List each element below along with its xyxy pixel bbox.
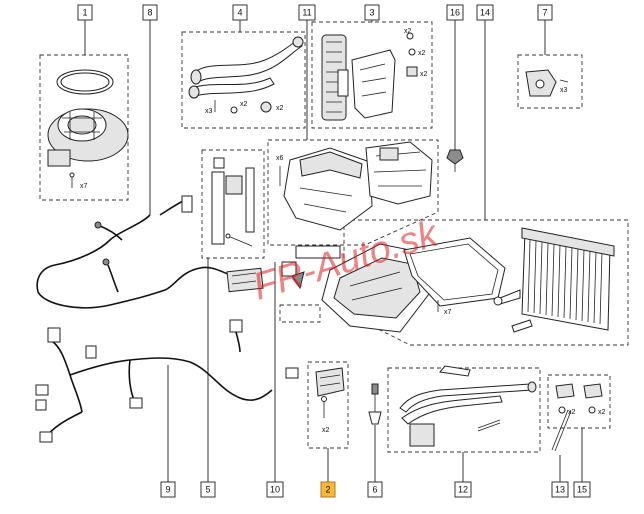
lower-harness-part: [35, 319, 299, 443]
group-box-3: [311, 21, 433, 129]
qty-part7: x3: [560, 87, 568, 94]
filter-seal-part: [211, 157, 255, 247]
callout-10[interactable]: 10: [266, 481, 284, 498]
callout-label: 9: [165, 485, 170, 495]
callout-label: 11: [302, 8, 311, 18]
bolt-part: [446, 149, 464, 172]
group-box-15: [547, 374, 611, 429]
resistor-part: x2: [315, 367, 345, 434]
callout-2[interactable]: 2: [320, 481, 336, 498]
clip-part: x2 x2: [555, 383, 606, 416]
callout-label: 13: [555, 485, 565, 495]
qty-part4c: x2: [276, 105, 284, 112]
callout-7[interactable]: 7: [537, 4, 553, 21]
qty-part3a: x2: [404, 28, 412, 35]
group-box-7: [517, 54, 583, 109]
callout-4[interactable]: 4: [232, 4, 248, 21]
qty-part1: x7: [80, 183, 88, 190]
qty-part3c: x2: [420, 71, 428, 78]
sensor-part: [368, 383, 382, 425]
callout-8[interactable]: 8: [142, 4, 158, 21]
callout-label: 7: [542, 8, 547, 18]
callout-13[interactable]: 13: [551, 481, 569, 498]
group-box-4: [181, 31, 306, 129]
callout-label: 4: [237, 8, 242, 18]
callout-6[interactable]: 6: [367, 481, 383, 498]
callout-label: 1: [82, 8, 87, 18]
pipe-assembly-part: [399, 365, 537, 447]
bracket-part: x3: [525, 69, 569, 97]
callout-15[interactable]: 15: [573, 481, 591, 498]
wiring-harness-part: [36, 195, 264, 309]
group-box-12: [387, 367, 541, 453]
rod-part: [551, 409, 572, 452]
qty-part14: x7: [444, 309, 452, 316]
qty-part2: x2: [322, 427, 330, 434]
callout-label: 8: [147, 8, 152, 18]
callout-label: 10: [270, 485, 280, 495]
group-box-11: [267, 139, 439, 246]
group-box-10: [279, 304, 321, 323]
radiator-core-part: [493, 227, 615, 333]
callout-label: 6: [372, 485, 377, 495]
callout-label: 2: [325, 485, 330, 495]
callout-label: 15: [577, 485, 587, 495]
qty-part15a: x2: [568, 409, 576, 416]
callout-label: 14: [480, 8, 490, 18]
group-box-2: [307, 361, 349, 449]
qty-part4b: x2: [240, 101, 248, 108]
callout-9[interactable]: 9: [160, 481, 176, 498]
callout-16[interactable]: 16: [446, 4, 464, 21]
qty-part11: x6: [276, 155, 284, 162]
callout-11[interactable]: 11: [298, 4, 316, 21]
callout-5[interactable]: 5: [200, 481, 216, 498]
heater-housing-part: x6: [276, 141, 433, 259]
callout-label: 16: [450, 8, 460, 18]
group-box-1: [39, 54, 129, 201]
callout-14[interactable]: 14: [476, 4, 494, 21]
callout-1[interactable]: 1: [77, 4, 93, 21]
callout-label: 3: [369, 8, 374, 18]
qty-part15b: x2: [598, 409, 606, 416]
heater-core-part: x7: [281, 227, 615, 333]
duct-hose-part: x3 x2 x2: [188, 36, 304, 115]
callout-12[interactable]: 12: [454, 481, 472, 498]
qty-part4a: x3: [205, 108, 213, 115]
flap-housing-part: x2 x2 x2: [321, 28, 428, 121]
blower-motor-part: x7: [47, 69, 129, 190]
qty-part3b: x2: [418, 50, 426, 57]
callout-label: 5: [205, 485, 210, 495]
callout-label: 12: [458, 485, 468, 495]
callout-3[interactable]: 3: [364, 4, 380, 21]
group-box-5: [201, 149, 265, 259]
